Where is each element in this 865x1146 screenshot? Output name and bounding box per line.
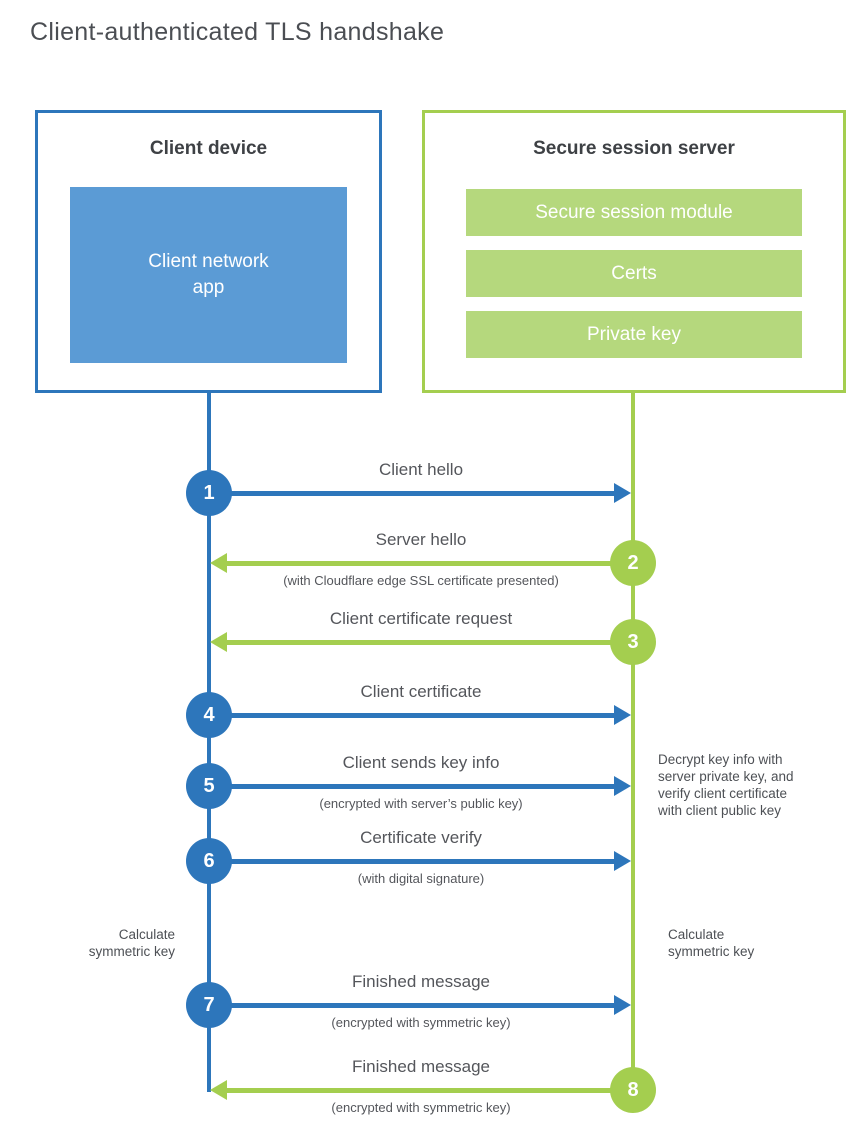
step-8-badge: 8 bbox=[610, 1067, 656, 1113]
step-8-arrowhead-icon bbox=[210, 1080, 227, 1100]
step-5-arrowhead-icon bbox=[614, 776, 631, 796]
step-7-arrowhead-icon bbox=[614, 995, 631, 1015]
step-5-badge: 5 bbox=[186, 763, 232, 809]
step-1-label: Client hello bbox=[378, 460, 464, 479]
step-3-badge: 3 bbox=[610, 619, 656, 665]
step-2-arrowhead-icon bbox=[210, 553, 227, 573]
step-1-arrow bbox=[209, 491, 617, 496]
step-4-badge: 4 bbox=[186, 692, 232, 738]
client-network-app-box: Client network app bbox=[70, 187, 347, 363]
decrypt-note-line1: Decrypt key info with bbox=[658, 752, 783, 767]
step-7-label: Finished message bbox=[352, 972, 490, 991]
decrypt-note-line2: server private key, and bbox=[658, 769, 794, 784]
decrypt-note-line3: verify client certificate bbox=[658, 786, 788, 801]
step-8-sublabel: (encrypted with symmetric key) bbox=[331, 1100, 511, 1115]
server-module-private-key: Private key bbox=[466, 311, 802, 358]
step-2-arrow bbox=[225, 561, 633, 566]
step-6-label: Certificate verify bbox=[360, 828, 482, 847]
client-lifeline bbox=[207, 393, 211, 1092]
server-lifeline bbox=[631, 393, 635, 1090]
step-4-arrow bbox=[209, 713, 617, 718]
step-8-arrow bbox=[225, 1088, 633, 1093]
server-module-certs: Certs bbox=[466, 250, 802, 297]
client-calculate-symmetric-key-note: Calculate symmetric key bbox=[40, 926, 175, 960]
step-3-label: Client certificate request bbox=[329, 609, 513, 628]
step-2-badge: 2 bbox=[610, 540, 656, 586]
step-1-badge: 1 bbox=[186, 470, 232, 516]
step-5-sublabel: (encrypted with server’s public key) bbox=[319, 796, 523, 811]
step-4-arrowhead-icon bbox=[614, 705, 631, 725]
client-device-title: Client device bbox=[149, 138, 268, 159]
step-2-label: Server hello bbox=[375, 530, 467, 549]
step-6-arrow bbox=[209, 859, 617, 864]
client-app-label-line2: app bbox=[192, 277, 225, 298]
decrypt-note-line4: with client public key bbox=[658, 803, 782, 818]
secure-session-server-title: Secure session server bbox=[533, 138, 735, 159]
client-app-label-line1: Client network bbox=[148, 251, 269, 272]
client-calc-line1: Calculate bbox=[118, 927, 175, 942]
page-title: Client-authenticated TLS handshake bbox=[30, 18, 445, 46]
server-decrypt-note: Decrypt key info with server private key… bbox=[658, 751, 836, 819]
step-8-label: Finished message bbox=[352, 1057, 490, 1076]
step-4-label: Client certificate bbox=[360, 682, 482, 701]
step-6-arrowhead-icon bbox=[614, 851, 631, 871]
server-calc-line1: Calculate bbox=[668, 927, 725, 942]
server-calc-line2: symmetric key bbox=[668, 944, 755, 959]
step-6-sublabel: (with digital signature) bbox=[357, 871, 485, 886]
step-6-badge: 6 bbox=[186, 838, 232, 884]
step-7-sublabel: (encrypted with symmetric key) bbox=[331, 1015, 511, 1030]
step-5-arrow bbox=[209, 784, 617, 789]
step-7-badge: 7 bbox=[186, 982, 232, 1028]
server-module-secure-session-module: Secure session module bbox=[466, 189, 802, 236]
step-2-sublabel: (with Cloudflare edge SSL certificate pr… bbox=[283, 573, 559, 588]
step-3-arrow bbox=[225, 640, 633, 645]
step-3-arrowhead-icon bbox=[210, 632, 227, 652]
step-5-label: Client sends key info bbox=[342, 753, 500, 772]
server-calculate-symmetric-key-note: Calculate symmetric key bbox=[668, 926, 808, 960]
client-calc-line2: symmetric key bbox=[88, 944, 175, 959]
step-1-arrowhead-icon bbox=[614, 483, 631, 503]
step-7-arrow bbox=[209, 1003, 617, 1008]
